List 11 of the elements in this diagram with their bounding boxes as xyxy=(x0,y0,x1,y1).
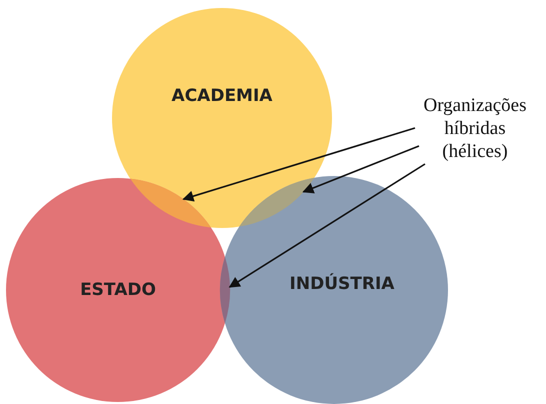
overlap-region xyxy=(130,178,211,228)
overlap-region xyxy=(239,178,314,227)
circle-label: ESTADO xyxy=(80,280,156,300)
circle-label: INDÚSTRIA xyxy=(290,274,394,294)
venn-circle xyxy=(112,8,332,228)
callout-text: Organizações híbridas (hélices) xyxy=(419,94,531,163)
leader-arrow xyxy=(182,127,416,202)
leader-arrow xyxy=(228,163,426,288)
circle-label: ACADEMIA xyxy=(172,86,272,106)
leader-arrow xyxy=(302,145,420,194)
overlap-region xyxy=(220,256,230,324)
